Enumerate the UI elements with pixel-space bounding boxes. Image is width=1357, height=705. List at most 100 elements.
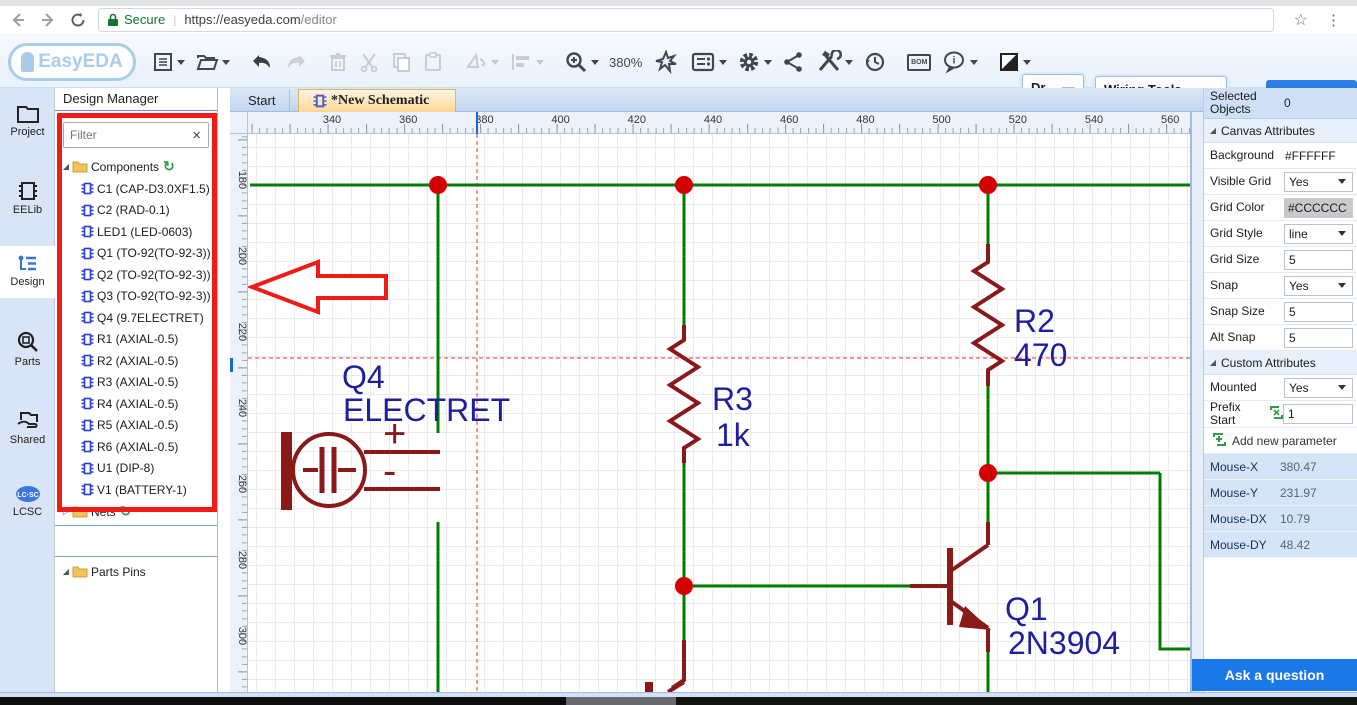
component-item[interactable]: R2 (AXIAL-0.5): [81, 350, 178, 372]
junction-dot[interactable]: [675, 176, 693, 194]
tab-start[interactable]: Start: [234, 89, 290, 112]
history-icon[interactable]: [861, 48, 889, 76]
component-item[interactable]: C1 (CAP-D3.0XF1.5): [81, 178, 210, 200]
clear-filter-icon[interactable]: ×: [185, 127, 208, 144]
attribute-value[interactable]: Yes: [1284, 276, 1353, 296]
component-item[interactable]: Q4 (9.7ELECTRET): [81, 307, 204, 329]
component-item[interactable]: R5 (AXIAL-0.5): [81, 415, 178, 437]
component-item[interactable]: Q2 (TO-92(TO-92-3)): [81, 264, 211, 286]
paste-icon[interactable]: [420, 49, 446, 75]
rotate-icon[interactable]: [462, 49, 501, 75]
refresh-icon[interactable]: ↻: [120, 503, 132, 520]
zoom-icon[interactable]: [562, 48, 601, 76]
ask-a-question-button[interactable]: Ask a question: [1192, 659, 1357, 691]
attribute-value[interactable]: Yes: [1284, 172, 1353, 192]
canvas-attributes-header[interactable]: ◢ Canvas Attributes: [1204, 119, 1357, 143]
zoom-level[interactable]: 380%: [609, 55, 642, 70]
theme-icon[interactable]: [996, 49, 1033, 75]
parts-pins-row[interactable]: ◢ Parts Pins: [55, 561, 217, 582]
sidebar-item-lcsc[interactable]: LC·SC LCSC: [0, 480, 55, 518]
sidebar-item-eelib[interactable]: EELib: [0, 176, 55, 216]
panel-splitter[interactable]: [55, 556, 217, 557]
align-icon[interactable]: [507, 49, 546, 75]
settings-gear-icon[interactable]: [735, 48, 774, 76]
bom-icon[interactable]: BOM: [905, 52, 933, 73]
component-item[interactable]: LED1 (LED-0603): [81, 221, 192, 243]
sidebar-item-parts[interactable]: Parts: [0, 326, 55, 368]
component-item[interactable]: V1 (BATTERY-1): [81, 479, 187, 501]
junction-dot[interactable]: [979, 464, 997, 482]
label-q4-ref[interactable]: Q4: [342, 359, 385, 395]
component-item[interactable]: C2 (RAD-0.1): [81, 200, 170, 222]
attribute-value[interactable]: #CCCCCC: [1284, 198, 1353, 218]
parts-pins-label[interactable]: Parts Pins: [91, 565, 146, 579]
back-icon[interactable]: [6, 8, 30, 32]
component-partial-bottom[interactable]: [645, 682, 653, 692]
label-r2-ref[interactable]: R2: [1014, 303, 1055, 339]
attribute-value[interactable]: Yes: [1284, 378, 1353, 398]
components-folder-row[interactable]: ◢ Components ↻: [61, 156, 215, 177]
wire[interactable]: [1160, 473, 1190, 649]
filter-input[interactable]: [64, 128, 185, 142]
component-item[interactable]: R3 (AXIAL-0.5): [81, 372, 178, 394]
custom-attributes-header[interactable]: ◢ Custom Attributes: [1204, 351, 1357, 375]
component-item[interactable]: U1 (DIP-8): [81, 458, 154, 480]
component-item[interactable]: R1 (AXIAL-0.5): [81, 329, 178, 351]
design-manager-panel-icon[interactable]: [688, 49, 729, 75]
attribute-value[interactable]: 1: [1283, 404, 1353, 424]
label-q4-value[interactable]: ELECTRET: [343, 392, 510, 428]
expanded-icon[interactable]: ◢: [61, 567, 71, 576]
refresh-icon[interactable]: ↻: [163, 158, 175, 175]
label-q1-ref[interactable]: Q1: [1005, 591, 1048, 627]
url-bar[interactable]: Secure | https://easyeda.com/editor: [98, 8, 1274, 32]
collapsed-icon[interactable]: ▷: [61, 507, 71, 516]
panel-splitter[interactable]: [55, 525, 217, 526]
delete-parameter-icon[interactable]: [1270, 406, 1283, 422]
attribute-value[interactable]: 5: [1284, 302, 1353, 322]
redo-icon[interactable]: [282, 49, 310, 75]
component-item[interactable]: Q3 (TO-92(TO-92-3)): [81, 286, 211, 308]
attribute-value[interactable]: line: [1284, 224, 1353, 244]
delete-icon[interactable]: [326, 49, 350, 75]
copy-icon[interactable]: [388, 49, 414, 75]
label-r3-value[interactable]: 1k: [716, 417, 751, 453]
attribute-value[interactable]: #FFFFFF: [1284, 146, 1353, 166]
bookmark-star-icon[interactable]: ☆: [1284, 10, 1318, 30]
label-r2-value[interactable]: 470: [1014, 337, 1067, 373]
label-q1-value[interactable]: 2N3904: [1008, 625, 1120, 661]
transistor-q1[interactable]: [910, 522, 991, 652]
tools-icon[interactable]: [814, 48, 855, 76]
open-folder-icon[interactable]: [193, 49, 232, 75]
undo-icon[interactable]: [248, 49, 276, 75]
wand-icon[interactable]: [652, 48, 682, 76]
resistor-r2[interactable]: [974, 244, 1002, 386]
add-new-parameter[interactable]: Add new parameter: [1204, 428, 1357, 454]
junction-dot[interactable]: [429, 176, 447, 194]
share-icon[interactable]: [780, 49, 808, 75]
nets-label[interactable]: Nets: [91, 505, 116, 519]
component-item[interactable]: Q1 (TO-92(TO-92-3)): [81, 243, 211, 265]
cut-icon[interactable]: [356, 49, 382, 75]
sidebar-item-design[interactable]: Design: [0, 246, 55, 298]
sidebar-item-project[interactable]: Project: [0, 100, 55, 138]
sidebar-item-shared[interactable]: Shared: [0, 406, 55, 446]
label-r3-ref[interactable]: R3: [712, 381, 753, 417]
browser-menu-icon[interactable]: ⋮: [1318, 11, 1349, 29]
attribute-value[interactable]: 5: [1284, 328, 1353, 348]
attribute-value[interactable]: 5: [1284, 250, 1353, 270]
reload-icon[interactable]: [66, 8, 90, 32]
forward-icon[interactable]: [36, 8, 60, 32]
junction-dot[interactable]: [675, 577, 693, 595]
component-item[interactable]: R4 (AXIAL-0.5): [81, 393, 178, 415]
components-label[interactable]: Components: [91, 160, 159, 174]
info-icon[interactable]: i: [939, 48, 980, 76]
resistor-r3[interactable]: [670, 325, 698, 463]
tab-new-schematic[interactable]: *New Schematic: [298, 89, 456, 112]
expanded-icon[interactable]: ◢: [61, 162, 71, 171]
component-item[interactable]: R6 (AXIAL-0.5): [81, 436, 178, 458]
nets-folder-row[interactable]: ▷ Nets ↻: [61, 501, 215, 522]
schematic-canvas[interactable]: + -: [248, 134, 1190, 692]
junction-dot[interactable]: [979, 176, 997, 194]
filter-box[interactable]: ×: [63, 122, 209, 148]
document-menu-icon[interactable]: [150, 49, 187, 75]
